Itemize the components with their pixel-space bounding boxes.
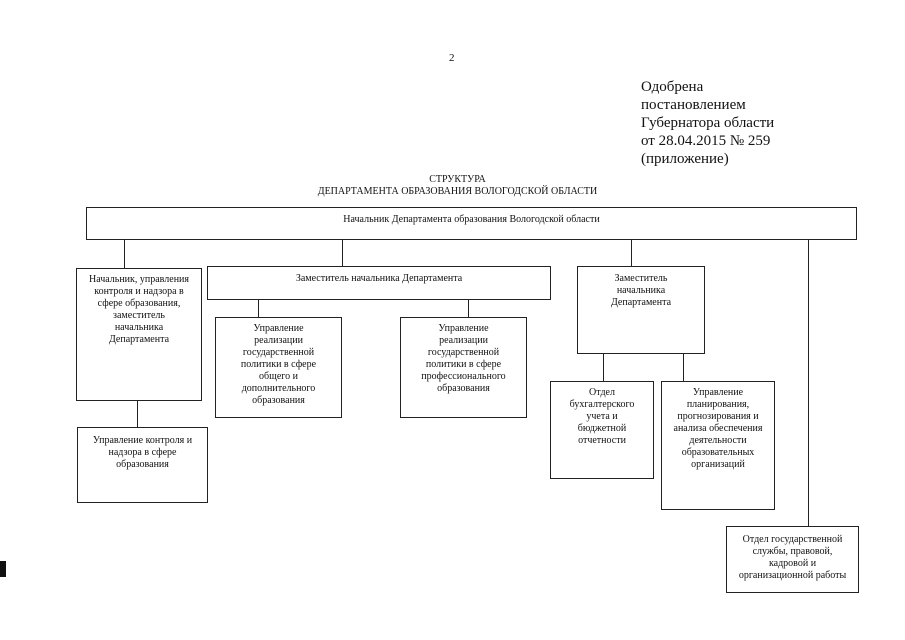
box-dept-control: Управление контроля и надзора в сфере об… <box>77 427 208 503</box>
box-label: Заместитель начальника Департамента <box>610 273 672 308</box>
box-label: Начальник Департамента образования Волог… <box>343 214 600 225</box>
page-number: 2 <box>449 52 455 64</box>
connector-line <box>683 353 684 382</box>
connector-line <box>258 300 259 318</box>
structure-title: СТРУКТУРА ДЕПАРТАМЕНТА ОБРАЗОВАНИЯ ВОЛОГ… <box>0 174 905 198</box>
approval-line: Губернатора области <box>641 115 775 131</box>
box-dept-civil-service: Отдел государственной службы, правовой, … <box>726 526 859 593</box>
connector-line <box>342 239 343 267</box>
approval-stamp: Одобрена постановлением Губернатора обла… <box>641 78 774 168</box>
connector-line <box>124 239 125 269</box>
scan-edge-mark <box>0 561 6 577</box>
connector-line <box>631 239 632 267</box>
connector-line <box>808 239 809 527</box>
approval-line: постановлением <box>641 97 746 113</box>
connector-line <box>468 300 469 318</box>
approval-line: от 28.04.2015 № 259 <box>641 133 771 149</box>
box-dept-planning: Управление планирования, прогнозирования… <box>661 381 775 510</box>
box-label: Начальник, управления контроля и надзора… <box>88 274 190 345</box>
box-label: Заместитель начальника Департамента <box>295 273 463 284</box>
box-deputy-control: Начальник, управления контроля и надзора… <box>76 268 202 401</box>
box-deputy-1: Заместитель начальника Департамента <box>207 266 551 300</box>
box-dept-general: Управление реализации государственной по… <box>215 317 342 418</box>
title-line: ДЕПАРТАМЕНТА ОБРАЗОВАНИЯ ВОЛОГОДСКОЙ ОБЛ… <box>317 186 598 197</box>
approval-line: (приложение) <box>641 151 729 167</box>
box-label: Управление контроля и надзора в сфере об… <box>92 435 193 470</box>
box-dept-accounting: Отдел бухгалтерского учета и бюджетной о… <box>550 381 654 479</box>
box-label: Управление планирования, прогнозирования… <box>673 387 763 470</box>
title-line: СТРУКТУРА <box>429 174 486 185</box>
connector-line <box>603 353 604 382</box>
box-label: Управление реализации государственной по… <box>240 323 317 406</box>
box-label: Отдел государственной службы, правовой, … <box>738 534 847 581</box>
approval-line: Одобрена <box>641 79 704 95</box>
box-label: Управление реализации государственной по… <box>421 323 506 394</box>
box-dept-professional: Управление реализации государственной по… <box>400 317 527 418</box>
box-head: Начальник Департамента образования Волог… <box>86 207 857 240</box>
box-deputy-2: Заместитель начальника Департамента <box>577 266 705 354</box>
box-label: Отдел бухгалтерского учета и бюджетной о… <box>569 387 635 446</box>
connector-line <box>137 400 138 428</box>
